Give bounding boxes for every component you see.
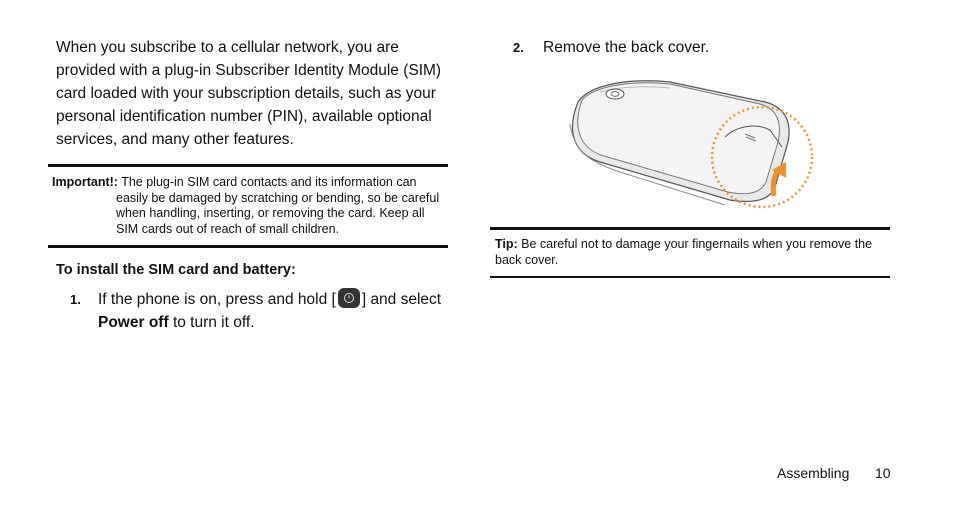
important-bottom-rule: [48, 245, 448, 248]
highlight-circle: [710, 105, 814, 209]
step-2-text: Remove the back cover.: [543, 39, 710, 56]
important-note: Important!: The plug-in SIM card contact…: [52, 175, 448, 237]
tip-label: Tip:: [495, 237, 518, 251]
important-top-rule: [48, 164, 448, 167]
important-line1: The plug-in SIM card contacts and its in…: [121, 175, 417, 189]
page-number: 10: [875, 465, 891, 481]
important-label: Important!:: [52, 175, 118, 189]
footer-section: Assembling: [777, 465, 850, 481]
tip-top-rule: [490, 227, 890, 230]
step-2-number: 2.: [513, 40, 524, 55]
install-subheading: To install the SIM card and battery:: [56, 262, 296, 278]
tip-bottom-rule: [490, 276, 890, 278]
intro-paragraph: When you subscribe to a cellular network…: [56, 39, 442, 148]
step-1-text-pre: If the phone is on, press and hold [: [98, 291, 336, 308]
back-cover-illustration: [569, 80, 814, 209]
important-body: easily be damaged by scratching or bendi…: [116, 190, 440, 236]
tip-note: Tip: Be careful not to damage your finge…: [495, 237, 887, 268]
camera-lens: [605, 88, 625, 100]
power-key-icon: [337, 288, 360, 308]
step-1-text-end: to turn it off.: [172, 314, 255, 331]
step-1-number: 1.: [70, 292, 81, 307]
tip-text: Be careful not to damage your fingernail…: [495, 237, 873, 267]
step-1-text-post: ] and select: [361, 291, 442, 308]
power-off-label: Power off: [98, 314, 169, 331]
